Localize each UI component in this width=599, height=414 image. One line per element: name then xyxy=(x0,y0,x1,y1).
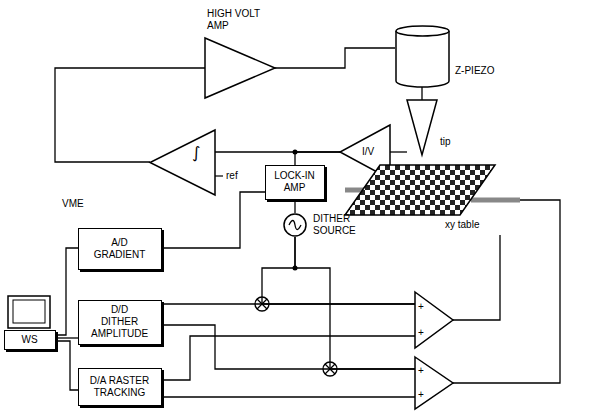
signal-wire xyxy=(294,200,295,213)
summing-amplifier: ++ xyxy=(415,357,453,409)
node-text: + xyxy=(418,301,428,313)
node-text: Z-PIEZO xyxy=(455,65,525,77)
monitor-symbol xyxy=(8,296,50,328)
input-label: ref xyxy=(226,170,238,182)
node-text: D/D DITHER AMPLITUDE xyxy=(91,304,148,340)
node-text: xy table xyxy=(445,219,495,231)
process-box: LOCK-IN AMP xyxy=(265,165,325,200)
bus-label: VME xyxy=(62,198,84,210)
node-text: WS xyxy=(10,334,50,346)
process-box: D/D DITHER AMPLITUDE xyxy=(78,300,162,345)
signal-wire xyxy=(56,341,78,390)
dither-source: DITHER SOURCE xyxy=(283,213,307,237)
node-text: D/A RASTER TRACKING xyxy=(87,375,153,399)
dither-source-outline xyxy=(283,213,307,237)
signal-wire xyxy=(162,325,415,369)
probe-tip: tip xyxy=(407,100,437,155)
signal-wire xyxy=(421,87,422,100)
probe-tip-outline xyxy=(407,100,437,155)
summing-amplifier-outline xyxy=(415,357,453,409)
process-box: A/D GRADIENT xyxy=(78,228,162,270)
node-text: + xyxy=(418,365,428,377)
node-text: LOCK-IN AMP xyxy=(271,170,319,194)
piezo-cylinder: Z-PIEZO xyxy=(395,25,450,87)
node-text: + xyxy=(418,389,428,401)
signal-wire xyxy=(162,396,415,397)
node-text: A/D GRADIENT xyxy=(90,237,150,261)
node-text: tip xyxy=(440,136,470,148)
signal-wire xyxy=(162,192,265,248)
xy-table: xy table xyxy=(345,165,520,235)
summing-amplifier: ++ xyxy=(415,292,453,348)
node-text: DITHER SOURCE xyxy=(313,213,363,237)
amplifier-triangle: HIGH VOLT AMP xyxy=(205,8,275,100)
signal-wire xyxy=(162,303,415,304)
node-text: HIGH VOLT AMP xyxy=(207,8,273,32)
signal-wire xyxy=(453,235,500,320)
xy-table-outline xyxy=(345,165,520,235)
ref-wire xyxy=(215,175,223,176)
node-text: + xyxy=(418,327,428,339)
summing-amplifier-outline xyxy=(415,292,453,348)
signal-wire xyxy=(295,152,340,165)
process-box: D/A RASTER TRACKING xyxy=(78,368,162,406)
node-text: I/V xyxy=(362,146,386,158)
piezo-cylinder-outline xyxy=(395,25,450,87)
signal-wire xyxy=(295,237,415,369)
signal-wire xyxy=(56,248,78,335)
signal-wire xyxy=(390,151,407,152)
signal-wire xyxy=(162,336,415,380)
workstation-box: WS xyxy=(4,330,56,350)
signal-wire xyxy=(56,337,78,338)
integrator-triangle: ∫ xyxy=(150,130,215,195)
signal-wire xyxy=(262,237,415,304)
signal-wire xyxy=(275,48,395,68)
integrator-triangle-outline xyxy=(150,130,215,195)
node-text: ∫ xyxy=(192,144,206,162)
